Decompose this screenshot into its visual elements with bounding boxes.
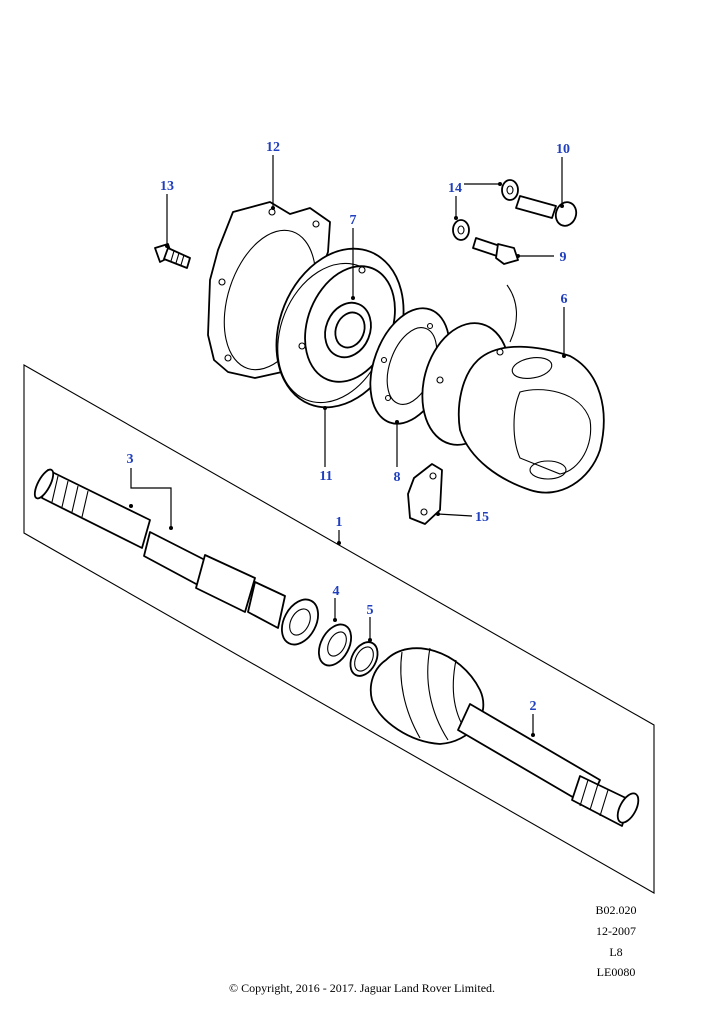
reference-drawing: LE0080 — [596, 965, 636, 979]
callout-12: 12 — [266, 140, 280, 155]
bolt-9 — [472, 237, 519, 265]
callout-5: 5 — [367, 603, 374, 618]
bearing-ring-4 — [317, 623, 353, 667]
copyright-notice: © Copyright, 2016 - 2017. Jaguar Land Ro… — [228, 981, 496, 995]
callout-8: 8 — [394, 470, 401, 485]
gasket-plate — [207, 201, 331, 379]
callout-13: 13 — [160, 179, 174, 194]
callout-9: 9 — [560, 250, 567, 265]
leader-lines — [129, 155, 566, 737]
callout-14: 14 — [448, 181, 462, 196]
bolt-10 — [515, 195, 578, 227]
callout-2: 2 — [530, 699, 537, 714]
bolt-13 — [154, 243, 191, 269]
bracket-15 — [407, 463, 443, 525]
callout-4: 4 — [333, 584, 340, 599]
callout-1: 1 — [336, 515, 343, 530]
assembly-frame — [23, 364, 655, 894]
reference-model: L8 — [609, 945, 623, 959]
reference-date: 12-2007 — [596, 924, 636, 938]
callout-11: 11 — [319, 469, 332, 484]
washer-14 — [452, 179, 519, 241]
outer-shaft — [369, 647, 640, 827]
callout-7: 7 — [350, 213, 357, 228]
callout-10: 10 — [556, 142, 570, 157]
callouts: 1 2 3 4 5 6 7 8 9 10 11 12 13 14 15 — [127, 140, 571, 714]
seal-ring-5 — [349, 641, 379, 677]
drive-housing — [421, 284, 605, 494]
callout-15: 15 — [475, 510, 489, 525]
reference-code: B02.020 — [595, 903, 637, 917]
callout-3: 3 — [127, 452, 134, 467]
callout-6: 6 — [561, 292, 568, 307]
inner-shaft — [33, 468, 319, 646]
